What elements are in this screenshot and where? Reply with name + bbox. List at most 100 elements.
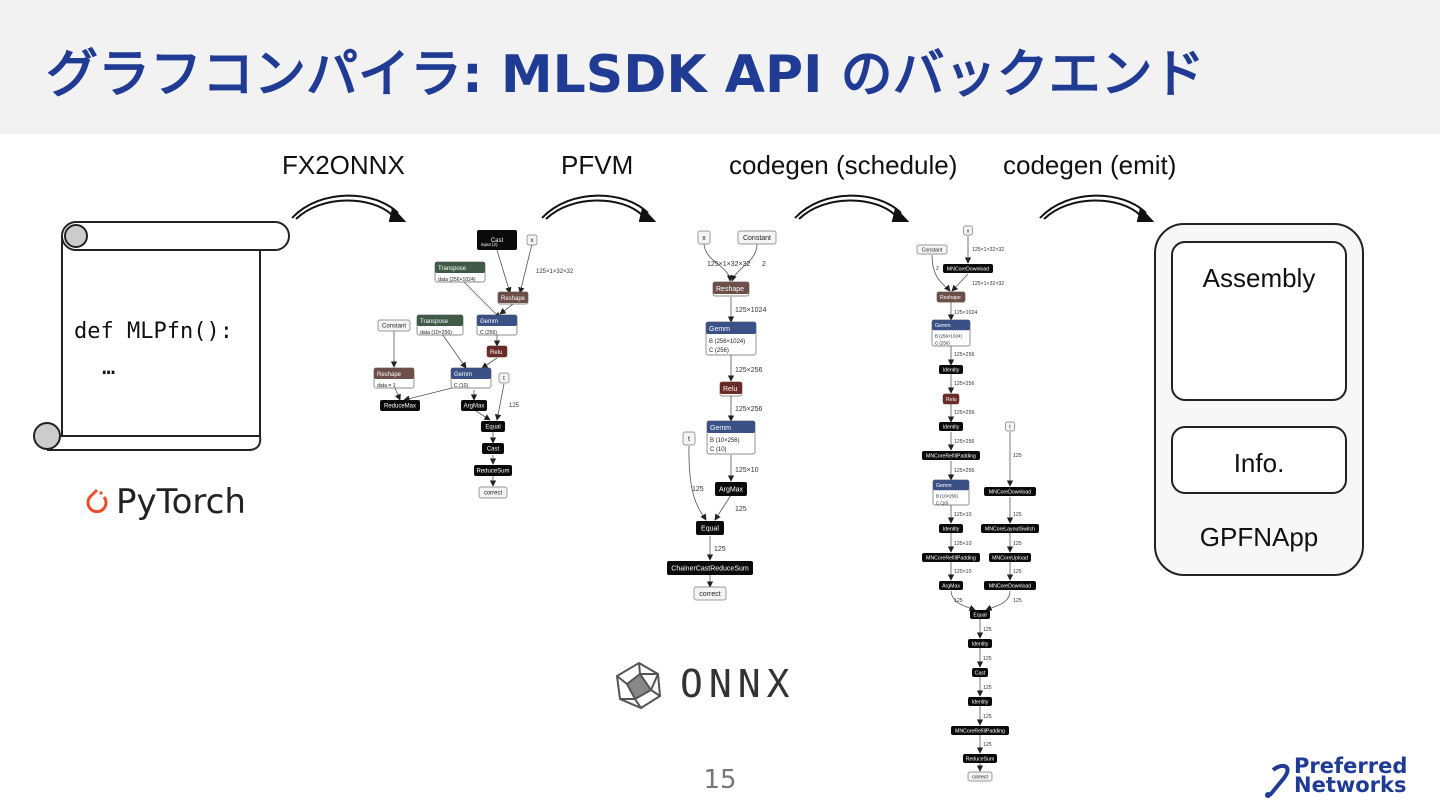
node-box bbox=[682, 431, 696, 446]
graph-node: Relu bbox=[942, 393, 960, 405]
edge-label: 125×1×32×32 bbox=[707, 261, 751, 268]
node-label: Gemm bbox=[710, 425, 731, 432]
edge-label: 125 bbox=[1013, 512, 1022, 518]
node-box bbox=[693, 586, 727, 601]
edge-label: 125×256 bbox=[954, 439, 974, 445]
node-box bbox=[477, 230, 517, 250]
edge-label: 125 bbox=[1013, 569, 1022, 575]
node-label: MNCoreDownload bbox=[989, 489, 1031, 495]
node-header bbox=[706, 322, 756, 334]
node-label: Identity bbox=[943, 367, 960, 373]
graph-node: ArgMax bbox=[715, 482, 747, 496]
node-attribute: input (2) bbox=[481, 242, 498, 247]
company-name-line: Preferred bbox=[1294, 754, 1408, 778]
node-label: Identity bbox=[943, 424, 960, 430]
graph-edge bbox=[688, 445, 707, 521]
node-label: MNCoreRefillPadding bbox=[926, 555, 976, 561]
node-label: Reshape bbox=[501, 296, 526, 302]
edge-label: 125 bbox=[983, 685, 992, 691]
node-box bbox=[696, 521, 724, 535]
node-attribute: B (256×1024) bbox=[935, 333, 962, 338]
node-header bbox=[374, 368, 414, 379]
node-box bbox=[474, 465, 512, 476]
node-header bbox=[498, 292, 528, 303]
edge-label: 125×1×32×32 bbox=[972, 281, 1004, 287]
graph-edge bbox=[714, 494, 732, 521]
curved-arrow-icon bbox=[541, 194, 657, 222]
node-box bbox=[970, 610, 990, 619]
graph-edge bbox=[730, 243, 758, 282]
graph-node: Identity bbox=[968, 697, 992, 706]
node-box bbox=[989, 553, 1031, 562]
graph-node: Transpose data (10×256) bbox=[416, 314, 464, 336]
edge-label: 125 bbox=[1013, 541, 1022, 547]
node-box bbox=[461, 400, 487, 411]
graph-edge bbox=[950, 590, 976, 611]
node-label: t bbox=[688, 436, 690, 443]
graph-node: MNCoreLayoutSwitch bbox=[981, 524, 1039, 533]
edge-label: 125×10 bbox=[954, 569, 972, 575]
graph-edge bbox=[951, 273, 969, 292]
node-label: Constant bbox=[382, 324, 406, 330]
graph-node: Equal bbox=[970, 610, 990, 619]
edge-label: 125×256 bbox=[954, 468, 974, 474]
graph-node: Identity bbox=[939, 524, 963, 533]
graph-node: t bbox=[682, 431, 696, 446]
graph-edge bbox=[481, 357, 498, 369]
graph-edge bbox=[496, 249, 512, 294]
edge-label: 125×1×32×32 bbox=[972, 247, 1004, 253]
graph-node: correct bbox=[478, 486, 508, 499]
code-line: … bbox=[102, 355, 116, 380]
graph-edge bbox=[459, 277, 501, 319]
node-label: MNCoreRefillPadding bbox=[926, 453, 976, 459]
graph-node: x bbox=[963, 225, 973, 236]
graph-node: Reshape bbox=[712, 281, 750, 297]
title-bar bbox=[0, 0, 1440, 134]
node-label: x bbox=[531, 238, 534, 244]
graph-edge bbox=[499, 303, 514, 315]
node-label: correct bbox=[972, 774, 988, 780]
step-label-pfvm: PFVM bbox=[561, 150, 634, 180]
edge-label: 125 bbox=[509, 403, 520, 409]
edge-label: 125 bbox=[1013, 598, 1022, 604]
node-header bbox=[713, 282, 749, 294]
node-box bbox=[667, 561, 753, 575]
node-label: Transpose bbox=[420, 319, 449, 325]
graph-node: Identity bbox=[968, 639, 992, 648]
node-attribute: B (256×1024) bbox=[709, 339, 745, 345]
graph-node: ArgMax bbox=[939, 581, 963, 590]
node-attribute: C (10) bbox=[936, 501, 949, 506]
node-label: Cast bbox=[487, 447, 500, 453]
code-line: def MLPfn(): bbox=[74, 319, 233, 344]
node-attribute: C (256) bbox=[935, 341, 950, 346]
graph-node: ChainerCastReduceSum bbox=[667, 561, 753, 575]
assembly-box: Assembly bbox=[1171, 241, 1347, 401]
node-box bbox=[972, 668, 988, 677]
pytorch-logo-icon bbox=[86, 488, 108, 514]
node-header bbox=[932, 320, 970, 331]
node-box bbox=[968, 697, 992, 706]
node-box bbox=[951, 726, 1009, 735]
pytorch-wordmark: PyTorch bbox=[116, 482, 246, 522]
node-header bbox=[417, 315, 463, 326]
node-label: t bbox=[503, 376, 505, 382]
node-box bbox=[715, 482, 747, 496]
graph-node: Reshape bbox=[497, 291, 529, 305]
edge-label: 2 bbox=[936, 266, 939, 272]
node-box bbox=[943, 264, 993, 273]
node-attribute: C (10) bbox=[710, 447, 727, 453]
node-label: Relu bbox=[723, 386, 738, 393]
graph-node: ReduceMax bbox=[380, 400, 420, 411]
graph-node: ReduceSum bbox=[963, 754, 997, 763]
node-label: Identity bbox=[943, 526, 960, 532]
node-label: Gemm bbox=[935, 323, 951, 329]
graph-node: t bbox=[1005, 421, 1015, 432]
node-attribute: data (10×256) bbox=[420, 330, 452, 336]
node-label: correct bbox=[699, 591, 720, 598]
edge-label: 125 bbox=[714, 546, 726, 553]
edge-label: 125 bbox=[983, 627, 992, 633]
edge-label: 125×256 bbox=[735, 406, 763, 413]
